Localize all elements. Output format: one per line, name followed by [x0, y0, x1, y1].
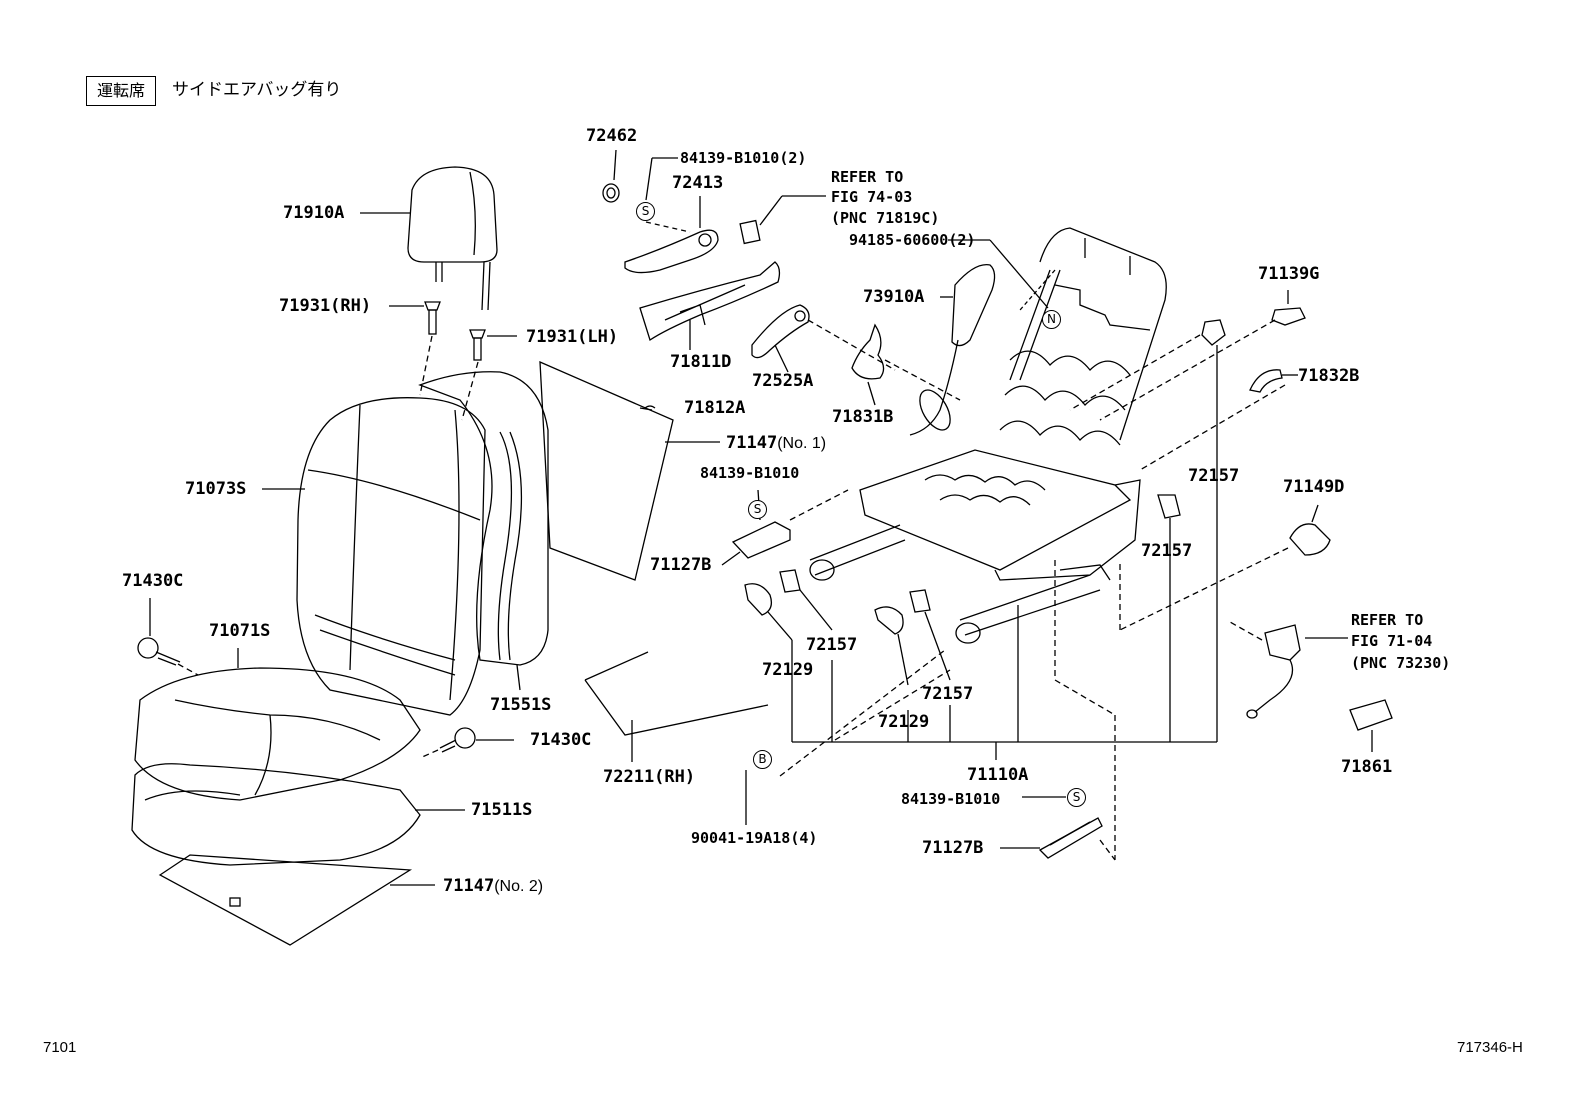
part-label-71812a: 71812A	[684, 398, 746, 418]
part-label-72157-b: 72157	[1141, 541, 1193, 561]
part-label-71127b-a: 71127B	[650, 555, 712, 575]
part-label-84139-b1010-2: 84139-B1010(2)	[680, 149, 807, 167]
cover-71127b-a-drawing	[731, 521, 791, 559]
part-label-72129-b: 72129	[878, 712, 930, 732]
symbol-s-84139-mid: S	[748, 500, 767, 519]
part-label-72211-rh: 72211(RH)	[603, 767, 696, 787]
part-number-71147-no2: 71147	[443, 876, 495, 896]
part-label-71931-lh: 71931(LH)	[526, 327, 619, 347]
cushion-sheet-drawing	[158, 854, 413, 946]
refer-fig-71-04-line3: (PNC 73230)	[1351, 654, 1451, 672]
back-board-drawing	[539, 360, 674, 581]
part-label-71861: 71861	[1341, 757, 1393, 777]
lever-72525a-drawing	[751, 304, 810, 359]
refer-fig-74-03-line3: (PNC 71819C)	[831, 209, 940, 227]
part-number-71147-no1: 71147	[726, 433, 778, 453]
part-label-84139-b1010-b: 84139-B1010	[901, 790, 1001, 808]
screw-71430c-a-drawing	[137, 637, 181, 666]
part-label-71931-rh: 71931(RH)	[279, 296, 372, 316]
part-label-90041-19a18: 90041-19A18(4)	[691, 829, 818, 847]
bracket-72157-c-drawing	[779, 569, 801, 593]
cover-71139g-drawing	[1271, 307, 1306, 326]
cover-71832b-drawing	[1249, 369, 1283, 393]
refer-fig-74-03-line1: REFER TO	[831, 168, 904, 186]
variant-description: サイドエアバッグ有り	[172, 80, 342, 100]
part-label-94185-60600: 94185-60600(2)	[849, 231, 976, 249]
clip-71819c-drawing	[739, 219, 761, 245]
part-label-71147-no2: 71147(No. 2)	[443, 876, 543, 897]
knob-72462-drawing	[602, 183, 620, 203]
part-label-84139-b1010-a: 84139-B1010	[700, 464, 800, 482]
bracket-72129-b-drawing	[874, 606, 904, 635]
side-airbag-drawing	[909, 264, 996, 436]
part-label-71831b: 71831B	[832, 407, 894, 427]
seatback-cover-drawing	[296, 397, 486, 716]
cushion-pad-drawing	[131, 763, 421, 866]
seatback-pad-drawing	[418, 371, 549, 666]
part-label-71430c-b: 71430C	[530, 730, 592, 750]
rod-drawing	[584, 651, 769, 736]
part-label-71832b: 71832B	[1298, 366, 1360, 386]
headrest-drawing	[407, 166, 498, 311]
part-label-71127b-b: 71127B	[922, 838, 984, 858]
part-label-71139g: 71139G	[1258, 264, 1320, 284]
cushion-cover-drawing	[134, 667, 421, 801]
symbol-s-84139-bottom: S	[1067, 788, 1086, 807]
symbol-s-84139-top: S	[636, 202, 655, 221]
part-label-71910a: 71910A	[283, 203, 345, 223]
part-label-72129-a: 72129	[762, 660, 814, 680]
part-label-71071s: 71071S	[209, 621, 271, 641]
part-suffix-no1: (No. 1)	[777, 435, 827, 452]
symbol-b-90041: B	[753, 750, 772, 769]
bracket-72129-a-drawing	[744, 583, 773, 616]
part-label-71551s: 71551S	[490, 695, 552, 715]
refer-fig-74-03-line2: FIG 74-03	[831, 188, 913, 206]
seat-frame-drawing	[809, 227, 1167, 644]
guide-71931lh-drawing	[469, 329, 486, 361]
part-label-73910a: 73910A	[863, 287, 925, 307]
guide-71931rh-drawing	[424, 301, 441, 335]
bracket-72157-a-drawing	[1201, 319, 1226, 346]
figure-number: 7101	[43, 1039, 77, 1056]
part-label-72413: 72413	[672, 173, 724, 193]
symbol-n-94185: N	[1042, 310, 1061, 329]
part-label-71110a: 71110A	[967, 765, 1029, 785]
part-label-72525a: 72525A	[752, 371, 814, 391]
bracket-72157-d-drawing	[909, 589, 931, 613]
cover-71831b-drawing	[851, 323, 885, 380]
screw-71430c-b-drawing	[439, 727, 476, 753]
part-label-71073s: 71073S	[185, 479, 247, 499]
bracket-72157-b-drawing	[1157, 494, 1181, 519]
shield-71811d-drawing	[639, 261, 781, 342]
part-label-72462: 72462	[586, 126, 638, 146]
buckle-drawing	[1246, 624, 1301, 719]
part-label-72157-c: 72157	[806, 635, 858, 655]
part-label-72157-a: 72157	[1188, 466, 1240, 486]
seat-position-tag: 運転席	[86, 76, 156, 106]
part-label-71511s: 71511S	[471, 800, 533, 820]
part-label-72157-d: 72157	[922, 684, 974, 704]
part-suffix-no2: (No. 2)	[494, 878, 544, 895]
cover-71861-drawing	[1349, 699, 1393, 731]
illustration-code: 717346-H	[1457, 1039, 1523, 1056]
refer-fig-71-04-line1: REFER TO	[1351, 611, 1424, 629]
part-label-71147-no1: 71147(No. 1)	[726, 433, 826, 454]
cover-71127b-b-drawing	[1038, 817, 1103, 859]
part-label-71149d: 71149D	[1283, 477, 1345, 497]
part-label-71430c-a: 71430C	[122, 571, 184, 591]
lever-72413-drawing	[624, 229, 719, 274]
refer-fig-71-04-line2: FIG 71-04	[1351, 632, 1433, 650]
cover-71149d-drawing	[1289, 523, 1331, 556]
part-label-71811d: 71811D	[670, 352, 732, 372]
